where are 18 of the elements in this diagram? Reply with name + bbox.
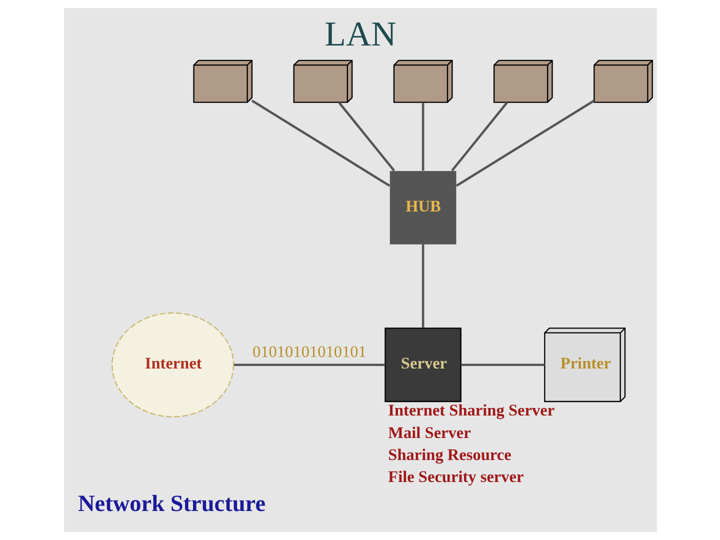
connector	[421, 102, 424, 171]
node-box: HUB	[389, 171, 456, 244]
node-label: Internet Sharing Server	[388, 400, 554, 420]
connector	[250, 100, 390, 187]
edge-label: 01010101010101	[252, 342, 366, 361]
connector	[455, 100, 594, 187]
node-ellipse: Internet	[111, 312, 234, 418]
node-box: Server	[384, 328, 461, 402]
connector	[450, 102, 508, 172]
label: Network Structure	[77, 490, 266, 517]
connector	[234, 364, 385, 366]
node-label: Mail Server	[388, 422, 470, 442]
diagram-title: LAN	[324, 14, 396, 54]
connector	[338, 102, 394, 172]
connector	[460, 364, 544, 366]
node-label: File Security server	[388, 467, 524, 486]
connector	[421, 244, 424, 328]
node-label: Sharing Resource	[388, 444, 511, 464]
